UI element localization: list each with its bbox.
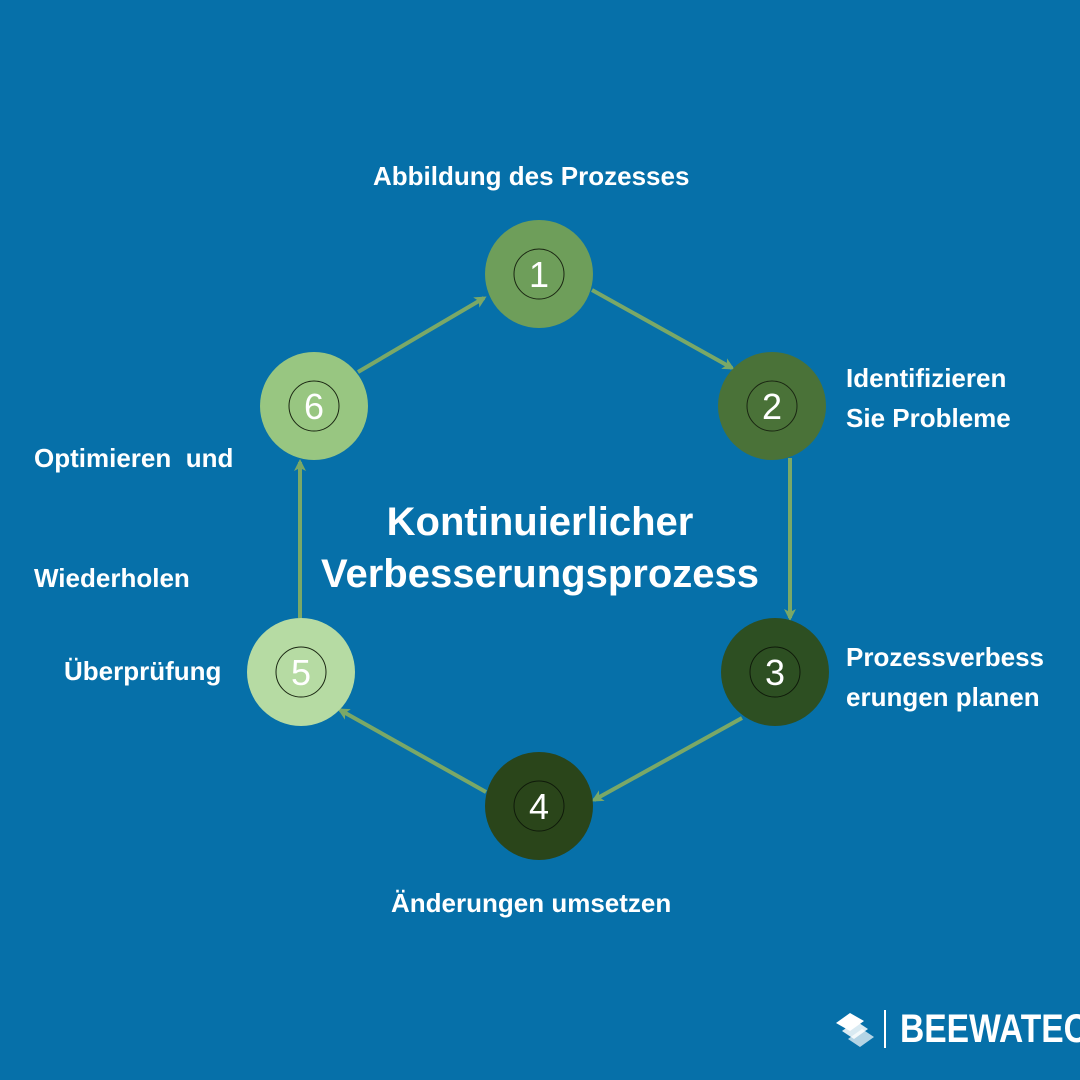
step-3-label: Prozessverbess erungen planen — [846, 637, 1044, 717]
arrow-6-to-1 — [356, 296, 487, 374]
step-1-node: 1 — [485, 220, 593, 328]
logo-divider — [884, 1010, 886, 1048]
arrow-3-to-4 — [591, 716, 743, 802]
step-3-circle — [721, 618, 829, 726]
step-2-circle — [718, 352, 826, 460]
step-1-circle — [485, 220, 593, 328]
step-2-number: 2 — [762, 386, 782, 427]
step-2-number-ring — [746, 380, 798, 432]
step-1-number: 1 — [529, 254, 549, 295]
step-2-label: Identifizieren Sie Probleme — [846, 358, 1011, 438]
step-6-number-ring — [288, 380, 340, 432]
step-4-circle — [485, 752, 593, 860]
step-1-label-line-1: Abbildung des Prozesses — [373, 161, 690, 191]
step-4-number: 4 — [529, 786, 549, 827]
step-5-node: 5 — [247, 618, 355, 726]
step-5-label-line-1: Überprüfung — [64, 656, 222, 686]
step-6-label-line-1: Optimieren und — [34, 443, 234, 473]
step-2-label-line-2: Sie Probleme — [846, 403, 1011, 433]
step-1-label: Abbildung des Prozesses — [373, 156, 689, 196]
step-6-label-line-2: Wiederholen — [34, 563, 190, 593]
step-1-number-ring — [513, 248, 565, 300]
step-4-label-line-1: Änderungen umsetzen — [391, 888, 672, 918]
step-5-number: 5 — [291, 652, 311, 693]
arrow-1-to-2 — [591, 288, 735, 370]
diagram-title-line-2: Verbesserungsprozess — [321, 552, 759, 596]
step-6-number: 6 — [304, 386, 324, 427]
step-2-label-line-1: Identifizieren — [846, 363, 1007, 393]
step-4-number-ring — [513, 780, 565, 832]
step-5-circle — [247, 618, 355, 726]
step-3-number: 3 — [765, 652, 785, 693]
step-3-node: 3 — [721, 618, 829, 726]
step-6-node: 6 — [260, 352, 368, 460]
step-5-number-ring — [275, 646, 327, 698]
logo-wordmark: BEEWATEC — [900, 1007, 1080, 1051]
diagram-title: Kontinuierlicher Verbesserungsprozess — [240, 496, 840, 600]
step-6-label: Optimieren und Wiederholen — [34, 358, 233, 678]
beewatec-logo: BEEWATEC — [834, 1006, 1080, 1052]
step-3-label-line-2: erungen planen — [846, 682, 1040, 712]
step-3-label-line-1: Prozessverbess — [846, 642, 1045, 672]
diagram-title-line-1: Kontinuierlicher — [386, 500, 694, 544]
step-4-label: Änderungen umsetzen — [391, 883, 671, 923]
step-6-circle — [260, 352, 368, 460]
step-5-label: Überprüfung — [64, 651, 221, 691]
step-2-node: 2 — [718, 352, 826, 460]
step-3-number-ring — [749, 646, 801, 698]
beewatec-logo-icon — [836, 1013, 874, 1047]
step-4-node: 4 — [485, 752, 593, 860]
arrow-4-to-5 — [337, 708, 487, 794]
